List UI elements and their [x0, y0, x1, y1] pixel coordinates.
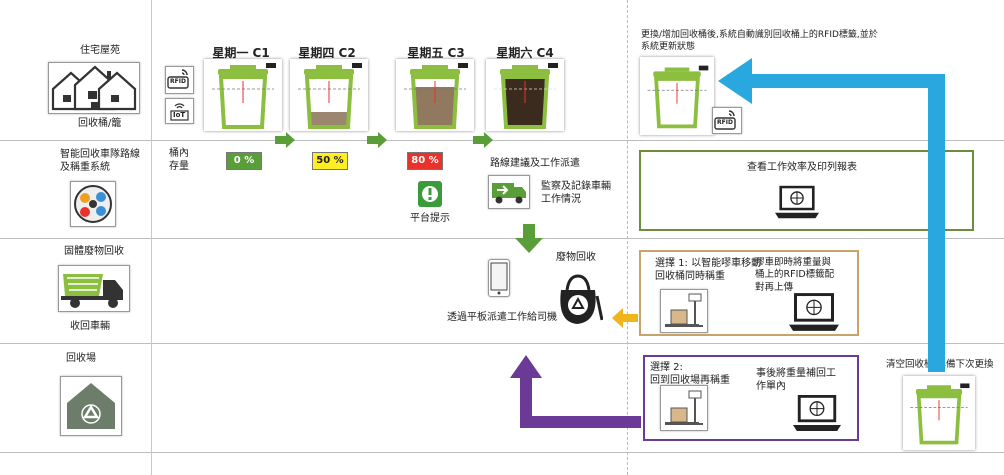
waste-recycle-label: 廢物回收 — [556, 252, 596, 263]
report-panel: 查看工作效率及印列報表 — [639, 150, 974, 231]
monitor-record-label: 監察及記錄車輛 工作情況 — [541, 181, 611, 205]
purple-flow-arrow — [520, 376, 641, 428]
bin-day-c2 — [290, 59, 368, 131]
option2-panel: 選擇 2: 回到回收場再稱重 事後將重量補回工 作單內 — [643, 355, 859, 441]
arrow-right-icon — [367, 132, 387, 148]
option2-label: 選擇 2: 回到回收場再稱重 — [650, 362, 730, 386]
fill-badge-c2: 50 % — [312, 152, 348, 170]
replace-note: 更換/增加回收桶後,系統自動識別回收桶上的RFID標籤,並於 系統更新狀態 — [641, 30, 878, 52]
fill-level-label: 桶內 存量 — [169, 148, 189, 172]
row-label-solid-waste: 固體廢物回收 — [64, 246, 124, 257]
scale-icon — [660, 289, 708, 333]
recycle-house-icon — [60, 376, 122, 436]
laptop-icon — [789, 291, 839, 333]
alert-icon — [418, 181, 442, 207]
row-divider — [0, 140, 1004, 141]
bin-day-c4 — [486, 59, 564, 131]
arrow-right-icon — [275, 132, 295, 148]
arrow-right-icon — [473, 132, 493, 148]
row-label-truck: 收回車輛 — [70, 321, 110, 332]
iot-badge-label: IoT — [173, 111, 186, 119]
platform-alert: 平台提示 — [410, 213, 450, 224]
laptop-icon — [775, 184, 819, 220]
row-label-bins: 回收桶/籠 — [78, 118, 122, 129]
bin-day-c3 — [396, 59, 474, 131]
laptop-icon — [793, 393, 841, 433]
rfid-tag-icon: RFID — [712, 107, 742, 134]
option1-detail: 嘐車即時將重量與 桶上的RFID標籤配 對再上傳 — [755, 257, 835, 293]
day-title-c2: 星期四 C2 — [298, 46, 356, 60]
garbage-truck-icon — [58, 265, 130, 312]
iot-icon: IoT — [165, 98, 194, 124]
row-divider — [0, 343, 1004, 344]
bin-replaced — [640, 57, 714, 135]
route-dispatch-label: 路線建議及工作派遣 — [490, 158, 580, 169]
bin-emptied — [903, 376, 975, 450]
day-title-c4: 星期六 C4 — [496, 46, 554, 60]
rfid-badge-label: RFID — [717, 119, 733, 126]
row-divider — [0, 238, 1004, 239]
arrow-left-icon — [612, 308, 638, 328]
rfid-badge-label: RFID — [170, 78, 186, 85]
day-title-c3: 星期五 C3 — [407, 46, 465, 60]
fill-badge-c3: 80 % — [407, 152, 443, 170]
fill-badge-c1: 0 % — [226, 152, 262, 170]
row-divider — [0, 452, 1004, 453]
column-divider — [151, 0, 152, 475]
dashed-divider — [627, 0, 628, 475]
option1-panel: 選擇 1: 以智能嘐車移動 回收桶同時稱重 嘐車即時將重量與 桶上的RFID標籤… — [639, 250, 859, 336]
tablet-dispatch-label: 透過平板派遣工作給司機 — [447, 312, 557, 323]
routing-system-icon — [70, 181, 116, 227]
empty-bin-note: 清空回收桶,準備下次更換 — [886, 359, 994, 370]
row-label-residential: 住宅屋苑 — [80, 45, 120, 56]
option2-detail: 事後將重量補回工 作單內 — [756, 368, 836, 392]
truck-dispatch-icon — [488, 175, 530, 209]
row-label-routing: 智能回收車隊路線 及稱重系統 — [60, 149, 140, 173]
bin-day-c1 — [204, 59, 282, 131]
row-label-recycle-yard: 回收場 — [66, 353, 96, 364]
recycle-bag-icon — [560, 274, 603, 324]
option1-label: 選擇 1: 以智能嘐車移動 回收桶同時稱重 — [655, 258, 762, 282]
tablet-icon — [488, 259, 510, 297]
report-title: 查看工作效率及印列報表 — [747, 162, 857, 173]
day-title-c1: 星期一 C1 — [212, 46, 270, 60]
scale-icon — [660, 385, 708, 431]
houses-icon — [48, 62, 140, 114]
rfid-tag-icon: RFID — [165, 66, 194, 94]
